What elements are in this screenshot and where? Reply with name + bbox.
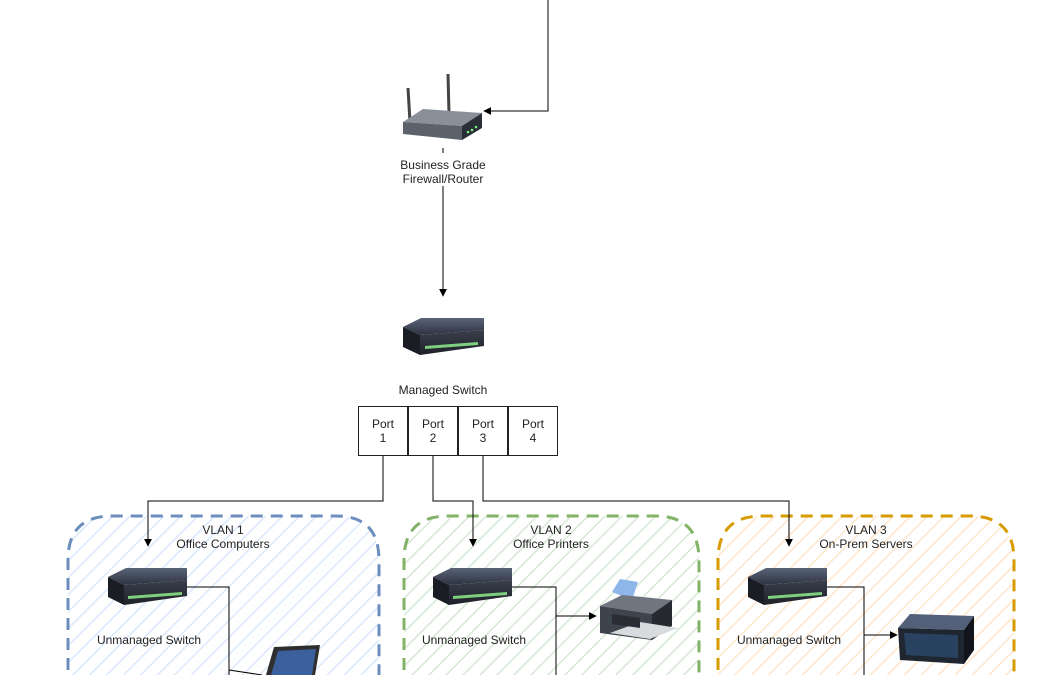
connector-switch2-printer <box>512 586 557 675</box>
port-4-label: Port <box>521 417 544 431</box>
connector-switch1-laptop-tip <box>228 669 263 675</box>
vlan-1-group <box>66 514 381 675</box>
unmanaged-switch-1-label: Unmanaged Switch <box>96 633 202 647</box>
port-3-label: Port <box>471 417 494 431</box>
port-1: Port 1 <box>358 406 408 456</box>
vlan-2-title: VLAN 2 Office Printers <box>476 523 626 551</box>
unmanaged-switch-2-icon <box>433 568 512 605</box>
port-1-number: 1 <box>379 431 387 445</box>
vlan-1-description: Office Computers <box>176 537 270 551</box>
connector-port3-vlan3 <box>482 456 793 547</box>
connector-port1-vlan1 <box>144 456 384 547</box>
port-2: Port 2 <box>408 406 458 456</box>
router-label-line2: Firewall/Router <box>402 172 484 186</box>
connectors <box>144 0 898 675</box>
vlan-3-name: VLAN 3 <box>845 523 887 537</box>
managed-switch-label: Managed Switch <box>398 383 488 397</box>
vlan-1-title: VLAN 1 Office Computers <box>148 523 298 551</box>
unmanaged-switch-3-label: Unmanaged Switch <box>736 633 842 647</box>
vlan-2-name: VLAN 2 <box>530 523 572 537</box>
server-icon <box>898 614 974 664</box>
connector-port2-vlan2 <box>432 456 477 547</box>
vlan-3-description: On-Prem Servers <box>819 537 913 551</box>
printer-icon <box>600 579 678 640</box>
port-2-number: 2 <box>429 431 437 445</box>
port-4-number: 4 <box>529 431 537 445</box>
port-3: Port 3 <box>458 406 508 456</box>
unmanaged-switch-1-icon <box>108 568 187 605</box>
connector-switch1-laptop <box>187 586 230 675</box>
port-2-label: Port <box>421 417 444 431</box>
vlan-3-title: VLAN 3 On-Prem Servers <box>791 523 941 551</box>
connector-switch3-server <box>827 586 865 675</box>
unmanaged-switch-2-label: Unmanaged Switch <box>421 633 527 647</box>
laptop-icon <box>266 645 320 675</box>
router-label-line1: Business Grade <box>400 158 486 172</box>
router-label: Business Grade Firewall/Router <box>370 158 516 186</box>
router-icon <box>403 73 482 153</box>
port-4: Port 4 <box>508 406 558 456</box>
vlan-2-description: Office Printers <box>513 537 589 551</box>
managed-switch-icon <box>403 318 484 355</box>
port-1-label: Port <box>371 417 394 431</box>
unmanaged-switch-3-icon <box>748 568 827 605</box>
connector-uplink-router <box>483 0 549 115</box>
vlan-1-name: VLAN 1 <box>202 523 244 537</box>
port-3-number: 3 <box>479 431 487 445</box>
